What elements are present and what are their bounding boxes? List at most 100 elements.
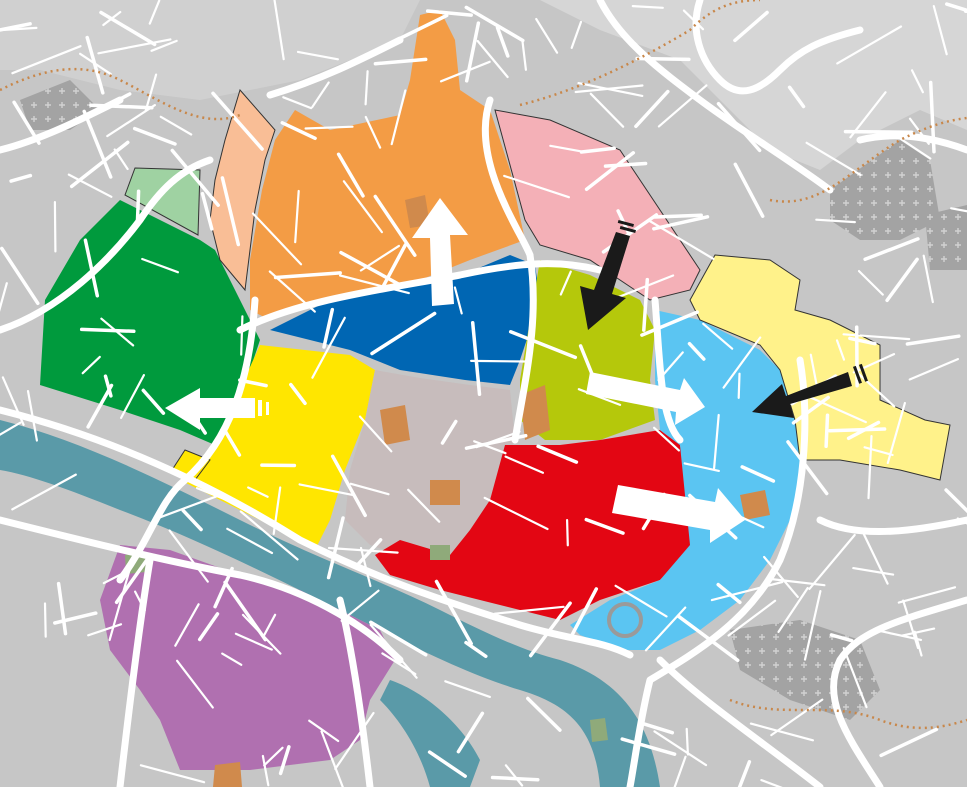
minor-street <box>81 355 101 375</box>
minor-street <box>910 69 924 94</box>
minor-street <box>950 207 967 213</box>
minor-street <box>322 307 335 349</box>
minor-street <box>0 421 22 436</box>
minor-street <box>71 92 132 126</box>
minor-street <box>504 455 544 474</box>
minor-street <box>526 696 562 732</box>
hatched-hill-se <box>730 620 880 720</box>
minor-street <box>272 486 282 535</box>
minor-street <box>631 5 664 9</box>
minor-street <box>875 629 923 641</box>
minor-street <box>879 727 939 758</box>
minor-street <box>67 173 113 198</box>
minor-street <box>144 73 158 113</box>
arrow-southeast <box>612 485 745 543</box>
municipal-boundary-se <box>729 698 967 730</box>
minor-street <box>843 129 914 134</box>
fortress-ring <box>607 602 643 638</box>
arrow-west <box>165 388 269 430</box>
minor-street <box>733 10 769 43</box>
minor-street <box>86 383 114 429</box>
minor-street <box>902 599 920 649</box>
minor-street <box>863 237 920 262</box>
landmark-old-town-2 <box>430 480 460 505</box>
landmark-purple <box>213 762 242 787</box>
minor-street <box>836 25 903 65</box>
arrow-lime-down <box>580 219 636 330</box>
minor-street <box>359 546 372 588</box>
minor-street <box>922 254 934 304</box>
minor-street <box>221 652 243 666</box>
green-patch-2 <box>590 718 608 742</box>
minor-street <box>170 148 220 207</box>
minor-street <box>444 680 491 698</box>
minor-street <box>456 711 485 754</box>
landmark-lime <box>520 385 550 440</box>
minor-street <box>135 189 141 228</box>
minor-street <box>407 488 441 523</box>
arrow-east <box>586 372 705 425</box>
minor-street <box>682 9 705 31</box>
minor-street <box>740 465 776 483</box>
minor-street <box>289 382 307 406</box>
minor-street <box>69 140 130 189</box>
district-green <box>40 200 260 445</box>
minor-street <box>801 392 867 424</box>
district-red <box>375 430 695 620</box>
minor-street <box>226 527 274 555</box>
minor-street <box>860 527 889 585</box>
district-light-green <box>124 167 201 236</box>
minor-street <box>26 390 38 442</box>
minor-street <box>652 215 710 231</box>
minor-street <box>1 376 25 426</box>
minor-street <box>132 126 177 146</box>
minor-street <box>897 586 957 604</box>
minor-street <box>476 39 509 79</box>
minor-street <box>768 577 826 587</box>
minor-street <box>85 35 105 95</box>
minor-street <box>495 25 510 58</box>
minor-street <box>339 274 410 295</box>
minor-street <box>427 750 467 778</box>
minor-street <box>634 89 670 129</box>
minor-street <box>702 322 734 350</box>
minor-street <box>885 257 919 303</box>
minor-street <box>390 89 407 146</box>
minor-street <box>842 333 911 341</box>
minor-street <box>211 91 264 151</box>
minor-street <box>141 257 179 274</box>
minor-street <box>220 176 241 247</box>
minor-street <box>848 336 877 346</box>
minor-street <box>770 698 824 737</box>
minor-street <box>223 428 242 457</box>
minor-street <box>359 244 400 272</box>
hatched-hill-e <box>925 205 967 270</box>
minor-street <box>0 246 40 306</box>
minor-street <box>43 602 47 638</box>
minor-street <box>311 316 346 379</box>
minor-street <box>653 426 680 452</box>
minor-street <box>239 510 299 561</box>
minor-street <box>503 174 570 199</box>
minor-street <box>0 282 8 312</box>
minor-street <box>106 104 156 138</box>
minor-street <box>657 351 684 382</box>
minor-street <box>349 482 390 496</box>
arrow-lightblue-left <box>752 363 868 418</box>
minor-street <box>829 633 854 643</box>
minor-street <box>425 9 473 17</box>
minor-street <box>11 45 82 75</box>
minor-street <box>327 546 399 554</box>
minor-street <box>803 590 822 661</box>
minor-street <box>280 121 317 141</box>
minor-street <box>713 413 720 470</box>
minor-street <box>339 250 405 289</box>
minor-street <box>749 722 814 742</box>
minor-street <box>944 2 967 13</box>
minor-street <box>308 719 340 743</box>
minor-street <box>640 721 675 735</box>
district-pale-yellow <box>689 254 951 481</box>
minor-street <box>835 339 846 361</box>
minor-street <box>905 334 961 346</box>
minor-street <box>251 212 303 266</box>
